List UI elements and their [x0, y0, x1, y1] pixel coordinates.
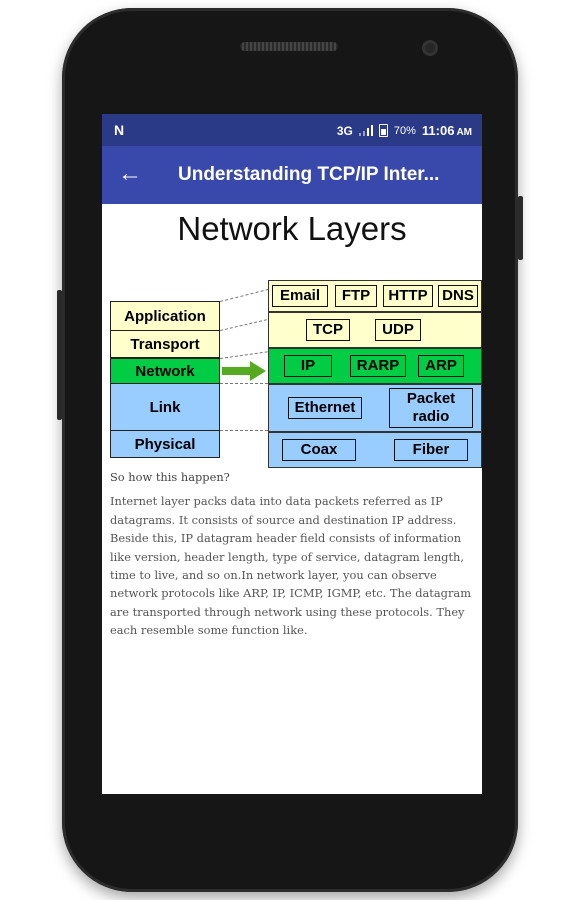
layer-transport: Transport	[110, 330, 220, 358]
band-network	[268, 348, 482, 384]
band-link	[268, 384, 482, 432]
notification-n-icon: N	[114, 122, 125, 138]
network-type: 3G	[336, 123, 353, 138]
protocol-fiber: Fiber	[394, 439, 468, 461]
protocol-udp: UDP	[375, 319, 421, 341]
protocol-tcp: TCP	[306, 319, 350, 341]
protocol-dns: DNS	[438, 285, 478, 307]
connector-line	[220, 383, 268, 384]
connector-line	[220, 430, 268, 431]
protocol-arp: ARP	[418, 355, 464, 377]
question-text: So how this happen?	[110, 470, 230, 484]
connector-line	[220, 319, 267, 331]
protocol-rarp: RARP	[350, 355, 406, 377]
app-bar-title: Understanding TCP/IP Inter...	[178, 164, 440, 185]
arrow-icon	[222, 361, 266, 381]
clock-time: 11:06	[421, 123, 455, 138]
body-paragraph: Internet layer packs data into data pack…	[110, 494, 471, 638]
band-physical	[268, 432, 482, 468]
layer-network: Network	[110, 358, 220, 384]
content: Network Layers Application Transport Net…	[102, 210, 482, 640]
app-bar: ← Understanding TCP/IP Inter...	[102, 146, 482, 204]
protocol-coax: Coax	[282, 439, 356, 461]
network-layers-diagram: Application Transport Network Link Physi…	[102, 258, 482, 468]
page-title: Network Layers	[177, 210, 407, 247]
layer-physical: Physical	[110, 430, 220, 458]
protocol-email: Email	[272, 285, 328, 307]
protocol-ip: IP	[284, 355, 332, 377]
protocol-packet-radio: Packet radio	[389, 388, 473, 428]
earpiece-speaker	[240, 42, 338, 51]
protocol-ethernet: Ethernet	[288, 397, 362, 419]
volume-button	[518, 196, 523, 260]
protocol-ftp: FTP	[335, 285, 377, 307]
power-button	[57, 290, 62, 420]
front-camera	[422, 40, 438, 56]
battery-icon	[378, 124, 388, 137]
signal-icon	[358, 125, 373, 136]
connector-line	[220, 288, 269, 302]
back-arrow-icon[interactable]: ←	[118, 160, 142, 187]
layer-link: Link	[110, 383, 220, 431]
protocol-http: HTTP	[383, 285, 433, 307]
clock-ampm: AM	[456, 127, 472, 138]
connector-line	[220, 351, 268, 359]
battery-percent: 70%	[393, 124, 416, 137]
layer-application: Application	[110, 301, 220, 331]
